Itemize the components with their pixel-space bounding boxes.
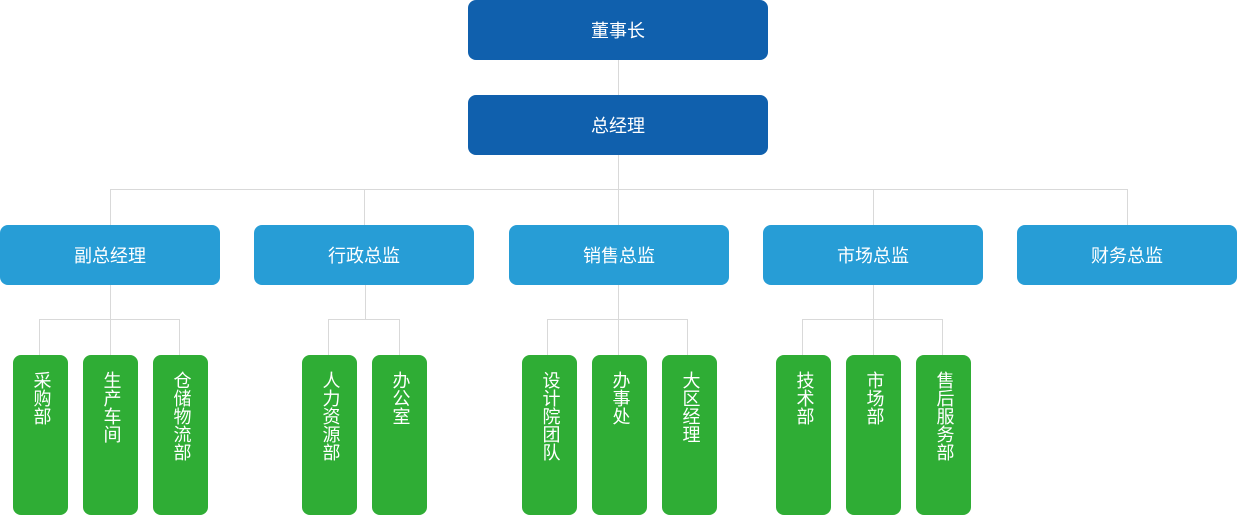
node-chairman[interactable]: 董事长	[468, 0, 768, 60]
node-purchasing[interactable]: 采购部	[13, 355, 68, 515]
node-logistics[interactable]: 仓储物流部	[153, 355, 208, 515]
node-marketing-director[interactable]: 市场总监	[763, 225, 983, 285]
connector-div3-down	[873, 285, 874, 355]
node-general-manager[interactable]: 总经理	[468, 95, 768, 155]
node-label: 董事长	[591, 21, 645, 42]
node-label: 生产车间	[100, 371, 122, 443]
node-label: 技术部	[793, 371, 815, 425]
node-deputy-gm[interactable]: 副总经理	[0, 225, 220, 285]
connector-div0-dept2	[179, 319, 180, 355]
node-label: 人力资源部	[319, 371, 341, 461]
node-label: 销售总监	[583, 246, 655, 267]
connector-div1-dept1	[399, 319, 400, 355]
connector-div2-down	[618, 285, 619, 355]
node-label: 大区经理	[679, 371, 701, 443]
connector-divisions-bar	[110, 189, 1128, 190]
connector-div2-bar	[547, 319, 688, 320]
node-label: 市场总监	[837, 246, 909, 267]
connector-div2-dept2	[687, 319, 688, 355]
connector-division-1	[364, 189, 365, 225]
connector-div3-dept0	[802, 319, 803, 355]
node-after-sales[interactable]: 售后服务部	[916, 355, 971, 515]
node-label: 副总经理	[74, 246, 146, 267]
node-branch-office[interactable]: 办事处	[592, 355, 647, 515]
node-label: 办公室	[389, 371, 411, 425]
connector-gm-down	[618, 155, 619, 225]
connector-div3-dept2	[942, 319, 943, 355]
connector-div2-dept0	[547, 319, 548, 355]
connector-div3-bar	[802, 319, 943, 320]
connector-div0-down	[110, 285, 111, 355]
connector-div1-bar	[328, 319, 400, 320]
node-sales-director[interactable]: 销售总监	[509, 225, 729, 285]
node-label: 售后服务部	[933, 371, 955, 461]
node-label: 市场部	[863, 371, 885, 425]
node-label: 财务总监	[1091, 246, 1163, 267]
node-label: 总经理	[591, 116, 645, 137]
node-hr[interactable]: 人力资源部	[302, 355, 357, 515]
node-tech[interactable]: 技术部	[776, 355, 831, 515]
connector-div1-down	[365, 285, 366, 319]
connector-div1-dept0	[328, 319, 329, 355]
node-label: 仓储物流部	[170, 371, 192, 461]
node-finance-director[interactable]: 财务总监	[1017, 225, 1237, 285]
node-label: 行政总监	[328, 246, 400, 267]
node-design-team[interactable]: 设计院团队	[522, 355, 577, 515]
node-production[interactable]: 生产车间	[83, 355, 138, 515]
node-regional-manager[interactable]: 大区经理	[662, 355, 717, 515]
node-label: 设计院团队	[539, 371, 561, 461]
node-label: 采购部	[30, 371, 52, 425]
connector-division-3	[873, 189, 874, 225]
connector-div0-dept0	[39, 319, 40, 355]
node-office[interactable]: 办公室	[372, 355, 427, 515]
connector-division-4	[1127, 189, 1128, 225]
node-admin-director[interactable]: 行政总监	[254, 225, 474, 285]
connector-div0-bar	[39, 319, 180, 320]
node-label: 办事处	[609, 371, 631, 425]
connector-chairman-gm	[618, 60, 619, 95]
node-market[interactable]: 市场部	[846, 355, 901, 515]
connector-division-0	[110, 189, 111, 225]
